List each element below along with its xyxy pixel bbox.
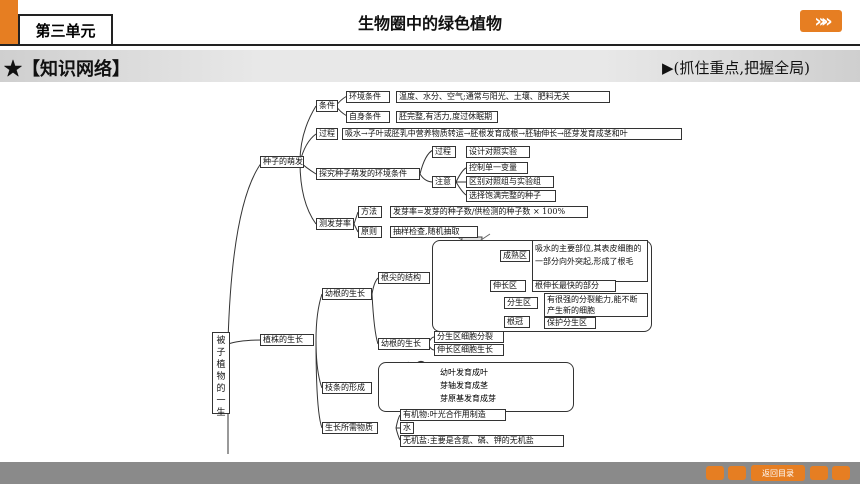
zone-elongation: 伸长区	[490, 280, 526, 292]
env-condition-label: 环境条件	[346, 91, 390, 103]
section-banner	[0, 50, 860, 82]
footer-bar	[0, 462, 860, 484]
zone-elongation-desc: 根伸长最快的部分	[532, 280, 616, 292]
test-principle-label: 原则	[358, 226, 382, 238]
root-structure-node: 根尖的结构	[378, 272, 430, 284]
root-growth-node: 幼根的生长	[322, 288, 372, 300]
root-growth-sub-node: 幼根的生长	[378, 338, 430, 350]
zone-division-desc: 有很强的分裂能力,能不断产生新的细胞	[544, 293, 648, 317]
shoot-item-3: 芽原基发育成芽	[440, 394, 496, 403]
self-condition-text: 胚完整,有活力,度过休眠期	[396, 111, 498, 123]
zone-cap: 根冠	[504, 316, 530, 328]
env-condition-text: 温度、水分、空气;通常与阳光、土壤、肥料无关	[396, 91, 610, 103]
last-page-button[interactable]	[832, 466, 850, 480]
zone-cap-desc: 保护分生区	[544, 317, 596, 329]
explore-note-3: 选择饱满完整的种子	[466, 190, 556, 202]
test-node: 测发芽率	[316, 218, 354, 230]
explore-note-1: 控制单一变量	[466, 162, 528, 174]
explore-node: 探究种子萌发的环境条件	[316, 168, 420, 180]
test-method-label: 方法	[358, 206, 382, 218]
root-node: 被子植物的一生	[212, 332, 230, 418]
nutrition-node: 生长所需物质	[322, 422, 378, 434]
back-to-contents-button[interactable]: 返回目录	[751, 465, 805, 481]
explore-note-2: 区别对照组与实验组	[466, 176, 554, 188]
top-bar	[0, 0, 860, 45]
orange-strip	[0, 0, 18, 45]
seed-germination-node: 种子的萌发	[260, 156, 304, 168]
unit-tab: 第三单元	[18, 14, 113, 44]
prev-page-button[interactable]	[728, 466, 746, 480]
shoot-items: 幼叶发育成叶 芽轴发育成茎 芽原基发育成芽	[440, 366, 496, 405]
root-growth-item-1: 分生区细胞分裂	[434, 331, 504, 343]
zone-mature-desc: 吸水的主要部位,其表皮细胞的一部分向外突起,形成了根毛	[532, 240, 648, 282]
first-page-button[interactable]	[706, 466, 724, 480]
plant-growth-node: 植株的生长	[260, 334, 314, 346]
test-method-text: 发芽率=发芽的种子数/供检测的种子数 × 100%	[390, 206, 588, 218]
root-growth-item-2: 伸长区细胞生长	[434, 344, 504, 356]
banner-subtitle: ▶(抓住重点,把握全局)	[662, 59, 811, 77]
banner-title: ★【知识网络】	[4, 59, 130, 80]
test-principle-text: 抽样检查,随机抽取	[390, 226, 478, 238]
page-title: 生物圈中的绿色植物	[357, 14, 502, 33]
explore-process-label: 过程	[432, 146, 456, 158]
shoot-item-1: 幼叶发育成叶	[440, 368, 488, 377]
explore-process-text: 设计对照实验	[466, 146, 530, 158]
process-text: 吸水→子叶或胚乳中营养物质转运→胚根发育成根→胚轴伸长→胚芽发育成茎和叶	[342, 128, 682, 140]
zone-division: 分生区	[504, 297, 538, 309]
nutrition-item-1: 有机物:叶光合作用制造	[400, 409, 506, 421]
nutrition-item-3: 无机盐:主要是含氮、磷、钾的无机盐	[400, 435, 564, 447]
nutrition-item-2: 水	[400, 422, 414, 434]
process-node: 过程	[316, 128, 338, 140]
self-condition-label: 自身条件	[346, 111, 390, 123]
header-line	[0, 44, 860, 46]
shoot-node: 枝条的形成	[322, 382, 372, 394]
shoot-item-2: 芽轴发育成茎	[440, 381, 488, 390]
zone-mature: 成熟区	[500, 250, 530, 262]
next-page-button[interactable]: »»	[800, 10, 842, 32]
next-page-footer-button[interactable]	[810, 466, 828, 480]
explore-note-label: 注意	[432, 176, 456, 188]
conditions-node: 条件	[316, 100, 338, 112]
